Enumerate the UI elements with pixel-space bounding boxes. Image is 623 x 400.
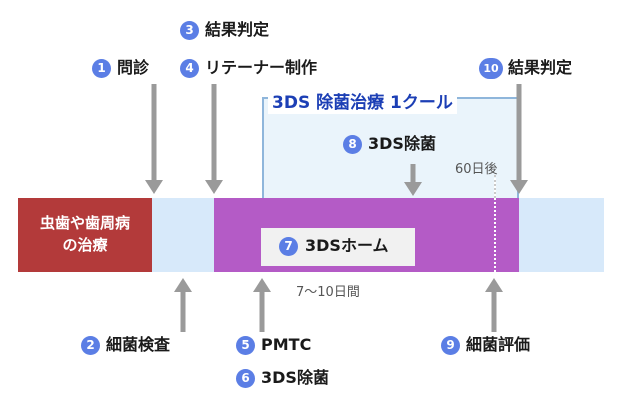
cycle-title: 3DS 除菌治療 1クール [268, 92, 457, 114]
arrowhead-step-8 [404, 182, 422, 196]
arrowhead-step-10 [510, 180, 528, 194]
step-label-final-results: 結果判定 [508, 58, 573, 77]
home-duration-label: 7〜10日間 [296, 285, 360, 300]
step-label-bacteria-eval: 細菌評価 [466, 335, 531, 354]
step-label-interview: 問診 [117, 58, 150, 77]
step-label-bacteria-test: 細菌検査 [106, 335, 171, 354]
treatment-block [18, 198, 152, 272]
arrowhead-step-2 [174, 278, 192, 292]
arrowhead-step-5 [253, 278, 271, 292]
step-number-badge: 2 [81, 336, 100, 355]
arrowhead-step-9 [485, 278, 503, 292]
treatment-block-label: 虫歯や歯周病 の治療 [39, 214, 130, 254]
home-badge-label: 3DSホーム [305, 236, 389, 255]
step-number-badge: 6 [236, 369, 255, 388]
after-duration-label: 60日後 [455, 162, 498, 177]
step-label-retainer: リテーナー制作 [205, 58, 318, 77]
step-label-3ds-cycle: 3DS除菌 [368, 134, 436, 153]
step-number-badge: 8 [343, 135, 362, 154]
step-number-badge: 7 [279, 237, 298, 256]
step-number-badge: 1 [92, 59, 111, 78]
step-label-results: 結果判定 [205, 20, 270, 39]
step-number-badge: 3 [180, 21, 199, 40]
arrowhead-step-1 [145, 180, 163, 194]
sixty-day-marker [494, 175, 496, 272]
step-number-badge: 10 [479, 58, 503, 79]
step-label-pmtc: PMTC [261, 335, 312, 354]
step-number-badge: 4 [180, 59, 199, 78]
sixty-day-marker-top [494, 175, 496, 198]
step-number-badge: 9 [441, 336, 460, 355]
step-label-3ds-initial: 3DS除菌 [261, 368, 329, 387]
arrowhead-step-4 [205, 180, 223, 194]
step-number-badge: 5 [236, 336, 255, 355]
